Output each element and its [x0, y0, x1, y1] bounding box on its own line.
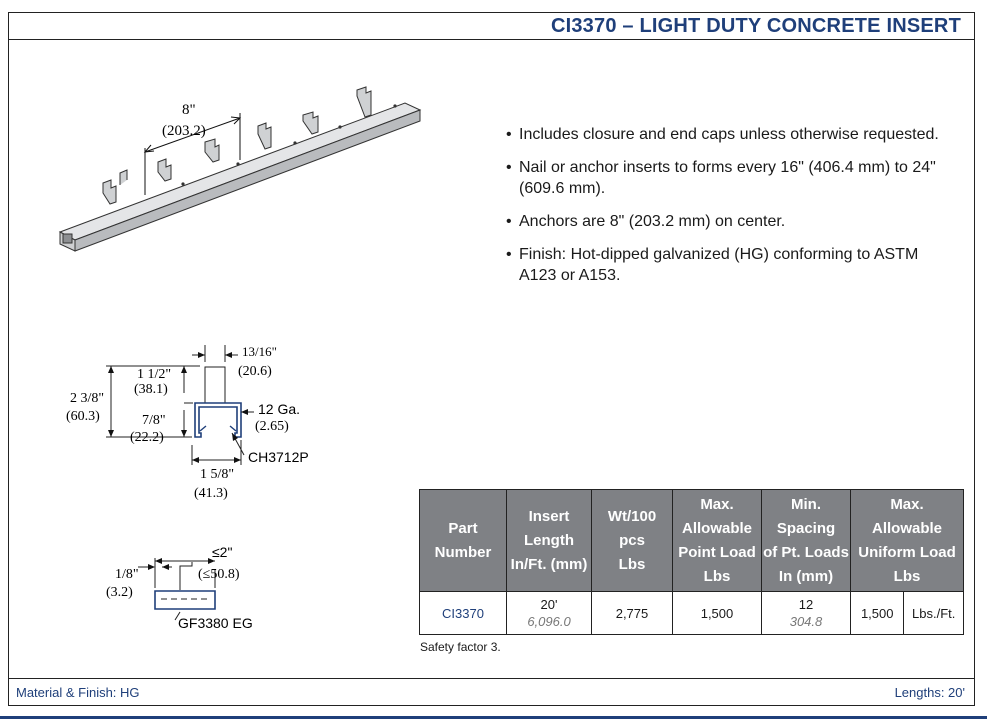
closure-thickness-mm: (3.2) [106, 585, 133, 600]
bottom-accent-line [0, 716, 987, 719]
dim-upper-in: 1 1/2" [137, 367, 171, 382]
iso-spacing-in: 8" [182, 102, 196, 118]
feature-item: Includes closure and end caps unless oth… [505, 124, 945, 145]
feature-item: Nail or anchor inserts to forms every 16… [505, 157, 945, 199]
footer-lengths: Lengths: 20' [894, 685, 965, 700]
footer-bar: Material & Finish: HG Lengths: 20' [8, 678, 975, 706]
dim-width-in: 1 5/8" [200, 467, 234, 482]
closure-length-in: ≤2" [212, 544, 232, 560]
cell-part: CI3370 [419, 591, 507, 635]
footer-material: Material & Finish: HG [16, 685, 140, 700]
feature-item: Anchors are 8" (203.2 mm) on center. [505, 211, 945, 232]
closure-thickness-in: 1/8" [115, 567, 139, 582]
title-bar: CI3370 – LIGHT DUTY CONCRETE INSERT [8, 12, 975, 40]
dim-lower-in: 7/8" [142, 413, 166, 428]
feature-item: Finish: Hot-dipped galvanized (HG) confo… [505, 244, 945, 286]
safety-note: Safety factor 3. [420, 640, 501, 654]
page-title: CI3370 – LIGHT DUTY CONCRETE INSERT [550, 15, 961, 37]
dim-width-mm: (41.3) [194, 486, 228, 501]
page-frame [8, 12, 975, 706]
cell-uniform-load: 1,500 [849, 591, 905, 635]
dim-top-width-in: 13/16" [242, 344, 277, 359]
dim-lower-mm: (22.2) [130, 430, 164, 445]
dim-overall-in: 2 3/8" [70, 391, 104, 406]
closure-length-mm: (≤50.8) [198, 567, 240, 582]
cell-weight: 2,775 [591, 591, 673, 635]
gauge-label: 12 Ga. [258, 401, 300, 417]
dim-overall-mm: (60.3) [66, 409, 100, 424]
closure-part-label: GF3380 EG [178, 615, 253, 631]
cell-point-load: 1,500 [672, 591, 762, 635]
dim-upper-mm: (38.1) [134, 382, 168, 397]
channel-part-label: CH3712P [248, 449, 309, 465]
cell-length: 20'6,096.0 [506, 591, 592, 635]
dim-top-width-mm: (20.6) [238, 364, 272, 379]
cell-uniform-unit: Lbs./Ft. [903, 591, 964, 635]
iso-spacing-mm: (203.2) [162, 123, 206, 139]
gauge-mm: (2.65) [255, 419, 289, 434]
feature-list: Includes closure and end caps unless oth… [505, 124, 945, 298]
